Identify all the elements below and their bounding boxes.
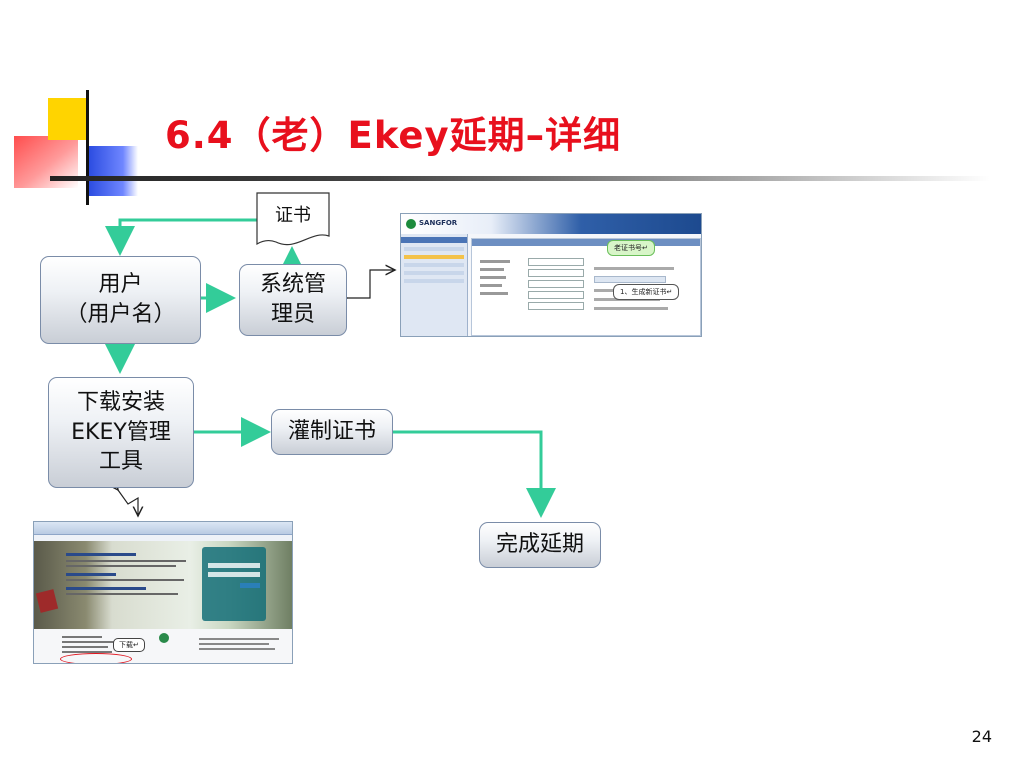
- sidebar-item: [404, 263, 464, 267]
- cert-document-label: 证书: [275, 205, 311, 226]
- sangfor-logo-icon: [406, 219, 416, 229]
- page-number: 24: [971, 727, 992, 746]
- faq-text-block: [66, 549, 196, 617]
- connector-admin-screenshot: [347, 270, 395, 298]
- sidebar-item: [404, 247, 464, 251]
- console-form-panel: [471, 238, 701, 336]
- download-footer: 下载↵: [34, 629, 292, 663]
- callout-generate-cert: 1、生成新证书↵: [613, 284, 680, 300]
- download-install-box: 下载安装 EKEY管理 工具: [48, 377, 194, 488]
- download-hero-banner: [34, 541, 292, 629]
- cert-document-shape: [256, 192, 330, 246]
- console-brand: SANGFOR: [419, 219, 458, 227]
- connector-burn-to-done: [393, 430, 556, 518]
- form-inputs: [528, 255, 584, 325]
- decor-vertical-line: [86, 90, 89, 205]
- admin-box: 系统管 理员: [239, 264, 347, 336]
- callout-old-cert: 老证书号↵: [607, 240, 655, 256]
- admin-console-screenshot: SANGFOR 老证书号↵: [400, 213, 702, 337]
- console-header: SANGFOR: [401, 214, 701, 234]
- service-logo-icon: [159, 633, 169, 643]
- sidebar-item-active: [404, 255, 464, 259]
- download-page-screenshot: 下载↵: [33, 521, 293, 664]
- sidebar-item: [404, 271, 464, 275]
- highlight-ellipse: [60, 653, 132, 663]
- connector-cert-to-user: [105, 218, 258, 256]
- title-rule: [50, 176, 990, 181]
- contact-info: [199, 635, 287, 659]
- download-links: [62, 633, 122, 661]
- form-panel-header: [472, 239, 700, 246]
- user-box: 用户 （用户名）: [40, 256, 201, 344]
- sidebar-header-bar: [401, 237, 467, 243]
- burn-cert-box: 灌制证书: [271, 409, 393, 455]
- browser-tabbar: [34, 522, 292, 535]
- slide-title: 6.4（老）Ekey延期–详细: [165, 114, 622, 157]
- decor-blue-square: [88, 146, 138, 196]
- login-panel: [202, 547, 266, 621]
- decor-yellow-square: [48, 98, 86, 140]
- callout-download: 下载↵: [113, 638, 145, 652]
- connector-download-screenshot: [118, 490, 138, 516]
- complete-extension-box: 完成延期: [479, 522, 601, 568]
- form-labels: [480, 255, 550, 325]
- ekey-device-icon: [35, 589, 59, 613]
- console-sidebar: [401, 234, 468, 336]
- sidebar-item: [404, 279, 464, 283]
